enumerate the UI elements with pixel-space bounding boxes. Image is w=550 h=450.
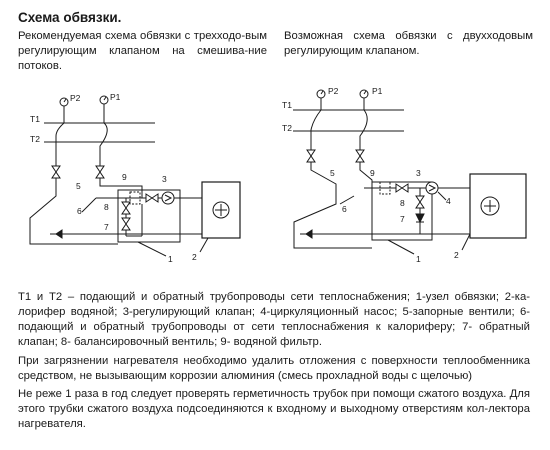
- piping-node-box: [371, 181, 433, 241]
- circulation-pump: [161, 191, 175, 205]
- diagram-legend: T1 и T2 – подающий и обратный трубопрово…: [18, 291, 530, 348]
- label-5: 5: [76, 181, 81, 191]
- label-p1: P1: [372, 86, 383, 96]
- label-3: 3: [416, 168, 421, 178]
- pressure-gauge-p1: [99, 95, 109, 105]
- recommended-scheme-description: Рекомендуемая схема обвязки с трехходо-в…: [18, 30, 267, 72]
- label-t1: T1: [30, 114, 40, 124]
- water-heater: [201, 181, 241, 239]
- label-6: 6: [342, 204, 347, 214]
- cleaning-note: При загрязнении нагревателя необходимо у…: [18, 355, 530, 382]
- label-9: 9: [122, 172, 127, 182]
- label-4: 4: [446, 196, 451, 206]
- label-1: 1: [168, 254, 173, 264]
- label-t2: T2: [282, 123, 292, 133]
- section-heading: Схема обвязки.: [18, 10, 122, 25]
- label-1: 1: [416, 254, 421, 264]
- alternative-scheme-description: Возможная схема обвязки с двухходовым ре…: [284, 30, 533, 57]
- label-p2: P2: [70, 93, 81, 103]
- label-6: 6: [77, 206, 82, 216]
- label-3: 3: [162, 174, 167, 184]
- label-p1: P1: [110, 92, 121, 102]
- air-check-note: Не реже 1 раза в год следует проверять г…: [18, 388, 530, 430]
- label-p2: P2: [328, 86, 339, 96]
- label-t1: T1: [282, 100, 292, 110]
- label-2: 2: [454, 250, 459, 260]
- label-7: 7: [104, 222, 109, 232]
- two-way-valve-scheme: [293, 89, 527, 255]
- piping-diagrams: T1 T2 P2 P1 5 6 9 3 8 7 1 2: [29, 86, 527, 264]
- label-2: 2: [192, 252, 197, 262]
- piping-node-box: [117, 189, 181, 243]
- three-way-valve-scheme: [29, 95, 241, 257]
- circulation-pump: [425, 181, 439, 195]
- label-8: 8: [104, 202, 109, 212]
- label-5: 5: [330, 168, 335, 178]
- label-8: 8: [400, 198, 405, 208]
- label-7: 7: [400, 214, 405, 224]
- label-t2: T2: [30, 134, 40, 144]
- right-diagram-labels: T1 T2 P2 P1 5 6 9 3 4 8 7 1 2: [282, 86, 459, 264]
- label-9: 9: [370, 168, 375, 178]
- left-diagram-labels: T1 T2 P2 P1 5 6 9 3 8 7 1 2: [30, 92, 197, 264]
- water-heater: [469, 173, 527, 239]
